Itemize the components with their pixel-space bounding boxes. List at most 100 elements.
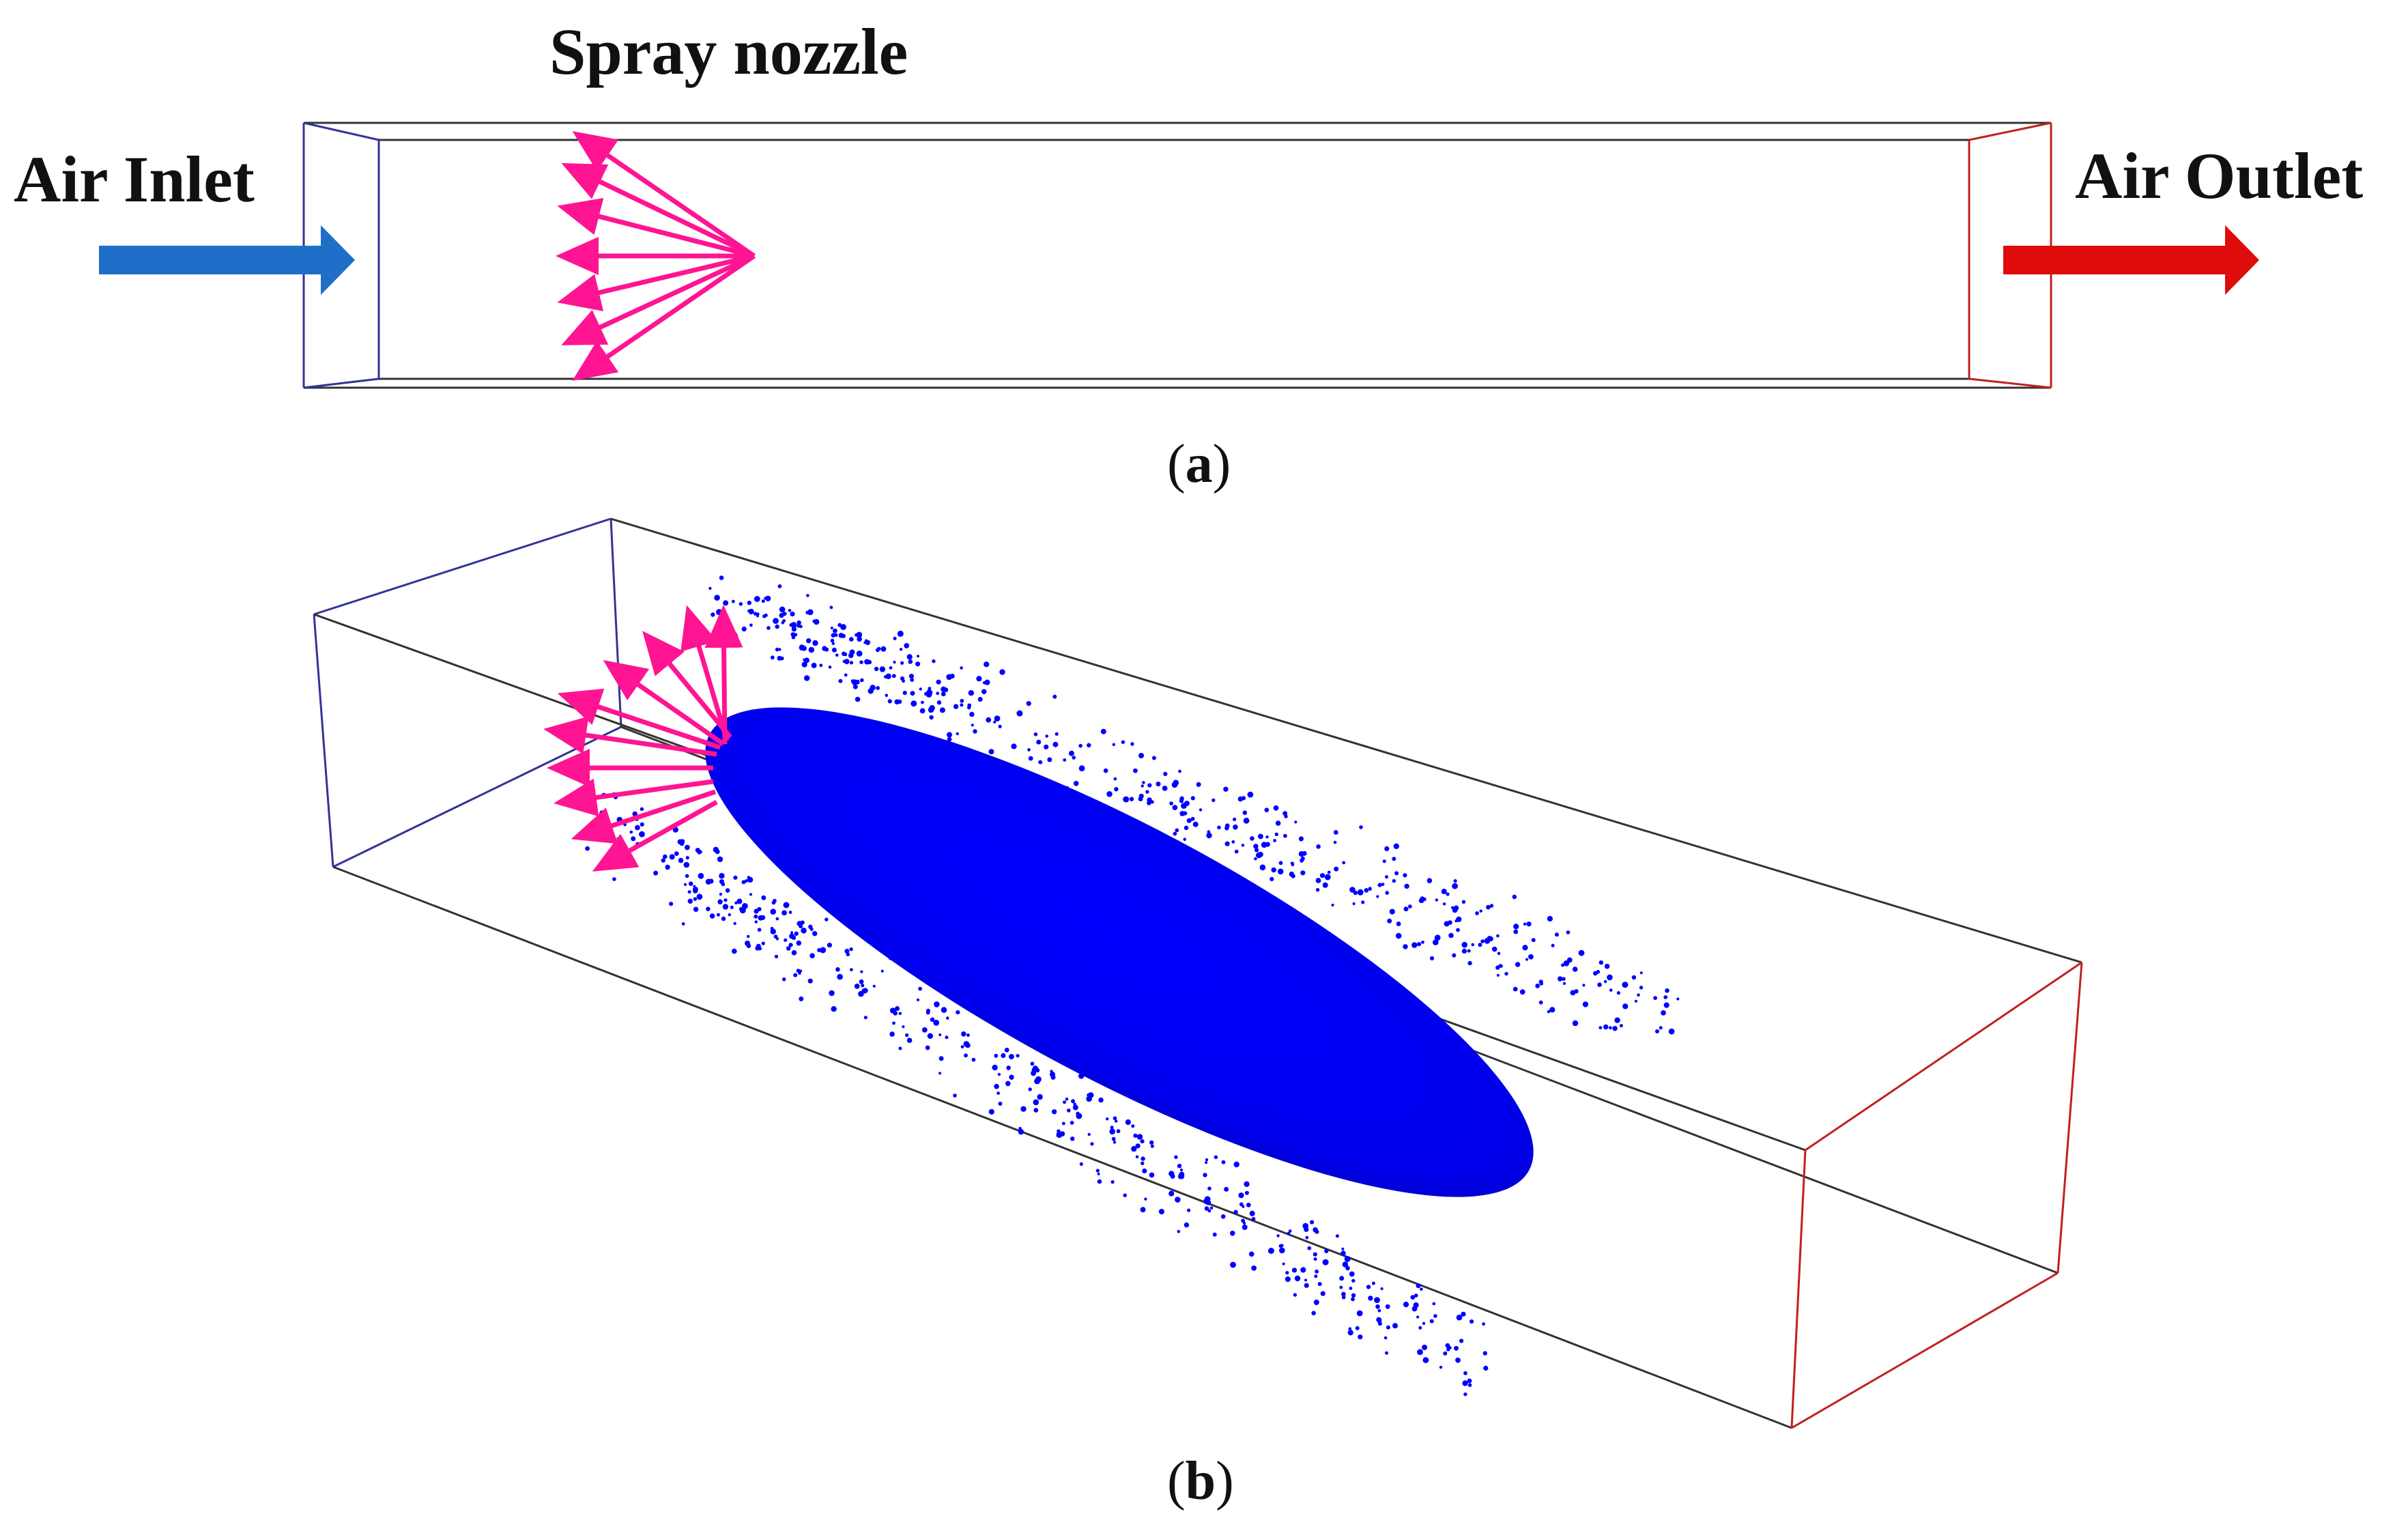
droplet-dot [1006, 1065, 1011, 1070]
droplet-dot [1063, 1100, 1066, 1104]
droplet-dot [1313, 1252, 1317, 1257]
droplet-dot [831, 1006, 837, 1012]
droplet-dot [919, 687, 923, 691]
droplet-dot [846, 952, 850, 956]
droplet-dot [1355, 1326, 1360, 1330]
droplet-dot [932, 659, 936, 663]
droplet-dot [880, 969, 884, 973]
droplet-dot [1033, 1108, 1039, 1113]
droplet-dot [1293, 1293, 1298, 1297]
droplet-dot [683, 861, 690, 868]
droplet-dot [1011, 743, 1017, 749]
droplet-dot [1064, 786, 1070, 790]
droplet-dot [1456, 928, 1460, 932]
droplet-dot [1639, 986, 1644, 990]
droplet-dot [1547, 915, 1553, 922]
droplet-dot [711, 612, 715, 617]
droplet-dot [739, 907, 746, 914]
droplet-dot [1462, 1380, 1468, 1386]
droplet-dot [997, 1072, 1001, 1076]
droplet-dot [1549, 1007, 1556, 1013]
droplet-dot [1512, 894, 1517, 900]
droplet-dot [1116, 1129, 1121, 1134]
droplet-dot [1267, 1248, 1274, 1254]
droplet-dot [1204, 1206, 1209, 1211]
droplet-dot [1404, 883, 1409, 889]
droplet-dot [1130, 742, 1134, 746]
droplet-dot [938, 1072, 941, 1075]
droplet-dot [1095, 1169, 1100, 1173]
droplet-dot [1242, 1225, 1248, 1230]
droplet-dot [1339, 1285, 1343, 1289]
droplet-dot [799, 625, 803, 629]
droplet-dot [1599, 960, 1603, 965]
droplet-dot [927, 1033, 934, 1040]
droplet-dot [687, 898, 693, 904]
droplet-dot [1339, 1276, 1345, 1281]
droplet-dot [1395, 932, 1402, 939]
duct-b-inlet-left [313, 614, 334, 868]
droplet-dot [1016, 710, 1023, 717]
droplet-dot [1196, 782, 1201, 787]
droplet-dot [895, 1006, 900, 1011]
droplet-dot [1385, 1351, 1388, 1355]
droplet-dot [947, 732, 952, 738]
droplet-dot [754, 596, 760, 602]
droplet-dot [919, 708, 926, 714]
droplet-dot [775, 917, 779, 921]
droplet-dot [1558, 976, 1563, 982]
droplet-dot [782, 977, 786, 982]
droplet-dot [1467, 949, 1471, 953]
droplet-dot [1316, 844, 1321, 849]
droplet-dot [1242, 810, 1248, 815]
droplet-dot [852, 684, 858, 689]
droplet-dot [1434, 934, 1441, 941]
droplet-dot [928, 687, 932, 691]
droplet-dot [1480, 939, 1485, 943]
droplet-dot [723, 898, 728, 902]
droplet-dot [674, 851, 679, 856]
droplet-dot [1027, 748, 1031, 752]
droplet-dot [1298, 836, 1304, 842]
droplet-dot [1668, 1028, 1675, 1035]
droplet-dot [1179, 799, 1184, 803]
droplet-dot [849, 637, 854, 642]
droplet-dot [771, 900, 776, 905]
droplet-dot [1033, 732, 1038, 736]
droplet-dot [1414, 1293, 1418, 1298]
droplet-dot [1315, 1269, 1319, 1274]
droplet-dot [778, 648, 782, 651]
droplet-dot [765, 595, 771, 602]
droplet-dot [998, 724, 1002, 728]
droplet-dot [1578, 949, 1585, 956]
droplet-dot [1348, 1327, 1352, 1331]
droplet-dot [1609, 988, 1613, 992]
droplet-dot [809, 928, 814, 931]
droplet-dot [843, 653, 848, 657]
caption-a: (a) [1167, 434, 1231, 494]
droplet-dot [1417, 1349, 1423, 1356]
droplet-dot [1314, 1274, 1318, 1278]
droplet-dot [808, 646, 815, 653]
droplet-dot [1358, 1334, 1363, 1340]
droplet-dot [1207, 1209, 1212, 1213]
droplet-dot [906, 1038, 913, 1043]
droplet-dot [688, 881, 693, 886]
droplet-dot [793, 973, 798, 977]
droplet-dot [1141, 1161, 1145, 1166]
droplet-dot [986, 717, 992, 723]
droplet-dot [1463, 1392, 1467, 1397]
droplet-dot [1574, 989, 1579, 994]
droplet-dot [741, 880, 746, 885]
droplet-dot [1036, 739, 1042, 745]
droplet-dot [1334, 866, 1339, 872]
droplet-dot [1604, 963, 1610, 969]
air-outlet-label: Air Outlet [2075, 139, 2364, 212]
droplet-dot [977, 697, 983, 702]
droplet-dot [1150, 1144, 1154, 1148]
droplet-dot [1482, 1322, 1486, 1326]
droplet-dot [1031, 1070, 1036, 1076]
droplet-dot [1243, 817, 1250, 824]
droplet-dot [1341, 1295, 1346, 1300]
droplet-dot [1055, 732, 1059, 736]
